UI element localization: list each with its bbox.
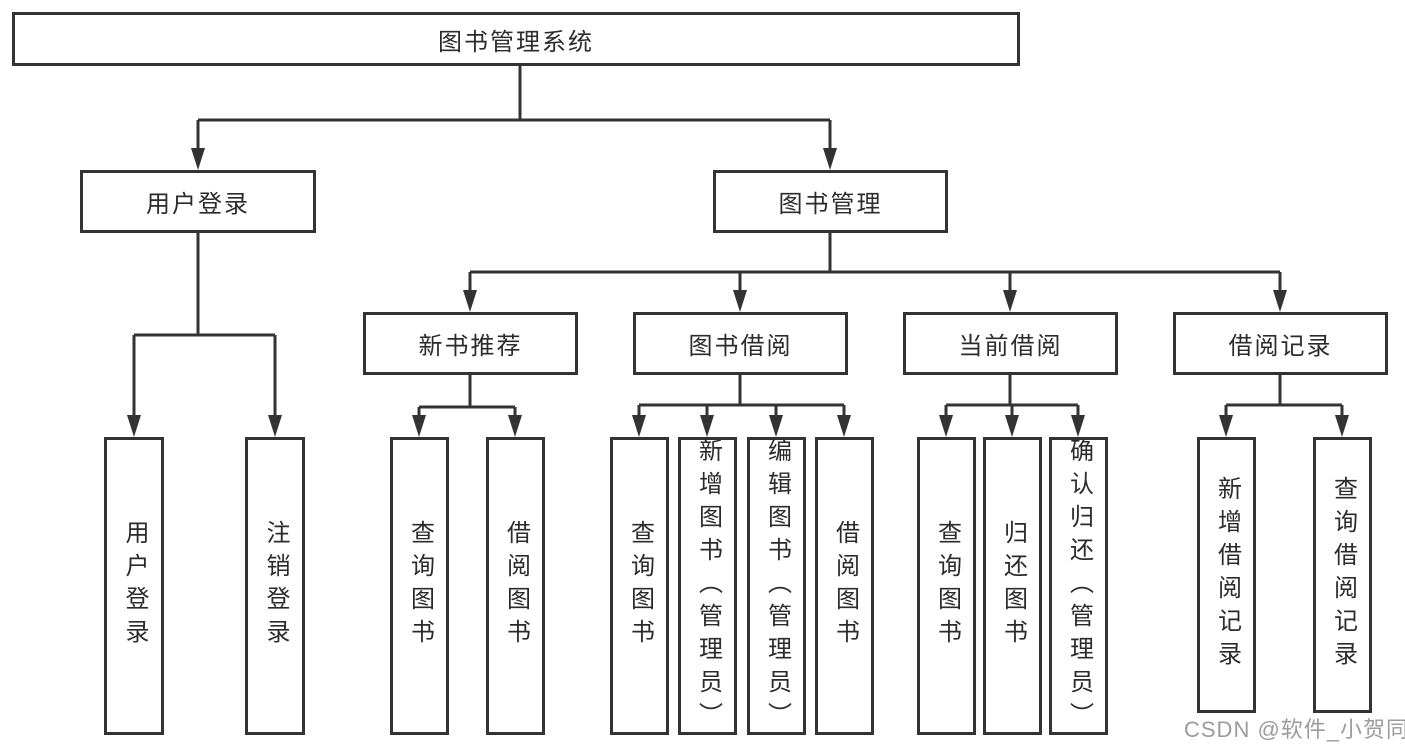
arrowhead [700, 415, 714, 437]
connector-book-borrow-children [632, 375, 851, 437]
node-label: 用户登录 [146, 191, 250, 218]
node-label: 查询图书 [933, 520, 961, 652]
node-label: 查询图书 [626, 520, 654, 652]
node-label: 注销登录 [262, 520, 289, 652]
node-label: 新增借阅记录 [1213, 476, 1241, 674]
node-label: 图书借阅 [688, 333, 793, 360]
node-label: 确认归还（管理员） [1065, 437, 1093, 735]
node-return-books: 归还图书 [983, 437, 1042, 735]
node-borrow-books-action: 借阅图书 [815, 437, 874, 735]
arrowhead [1003, 290, 1017, 312]
node-book-management: 图书管理 [713, 170, 948, 233]
arrowhead [823, 148, 837, 170]
node-label: 借阅图书 [502, 520, 530, 652]
node-borrow-records: 借阅记录 [1173, 312, 1388, 375]
node-user-login-action: 用户登录 [104, 437, 164, 735]
arrowhead [632, 415, 646, 437]
node-label: 借阅记录 [1228, 333, 1333, 360]
node-label: 新书推荐 [418, 333, 523, 360]
csdn-watermark: CSDN @软件_小贺同学 [1184, 717, 1405, 742]
node-add-borrow-record: 新增借阅记录 [1197, 437, 1256, 713]
arrowhead [837, 415, 851, 437]
arrowhead [268, 415, 282, 437]
node-new-book-recommend: 新书推荐 [363, 312, 578, 375]
arrowhead [191, 148, 205, 170]
node-user-login: 用户登录 [80, 170, 316, 233]
arrowhead [1273, 290, 1287, 312]
node-edit-book-admin: 编辑图书（管理员） [747, 437, 806, 735]
node-logout: 注销登录 [245, 437, 305, 735]
node-label: 借阅图书 [831, 520, 859, 652]
connector-root-to-level2 [191, 66, 837, 170]
node-borrow-books-recommend: 借阅图书 [486, 437, 545, 735]
connector-book-mgmt-to-level3 [463, 233, 1287, 312]
node-label: 编辑图书（管理员） [763, 437, 791, 735]
arrowhead [1219, 415, 1233, 437]
node-current-borrow: 当前借阅 [903, 312, 1118, 375]
node-label: 查询图书 [406, 520, 434, 652]
arrowhead [1335, 415, 1349, 437]
arrowhead [1071, 415, 1085, 437]
node-label: 用户登录 [121, 520, 148, 652]
node-query-borrow-record: 查询借阅记录 [1313, 437, 1372, 713]
arrowhead [508, 415, 522, 437]
node-label: 查询借阅记录 [1329, 476, 1357, 674]
node-query-books-current: 查询图书 [917, 437, 976, 735]
arrowhead [939, 415, 953, 437]
node-label: 新增图书（管理员） [694, 437, 722, 735]
node-query-books-recommend: 查询图书 [390, 437, 449, 735]
connector-current-borrow-children [939, 375, 1085, 437]
node-label: 图书管理 [778, 191, 883, 218]
node-add-book-admin: 新增图书（管理员） [678, 437, 737, 735]
arrowhead [463, 290, 477, 312]
node-query-books-borrow: 查询图书 [610, 437, 669, 735]
node-label: 当前借阅 [958, 333, 1063, 360]
arrowhead [127, 415, 141, 437]
connector-user-login-children [127, 233, 282, 437]
node-label: 归还图书 [999, 520, 1027, 652]
arrowhead [733, 290, 747, 312]
arrowhead [1005, 415, 1019, 437]
node-book-management-system: 图书管理系统 [12, 12, 1020, 66]
arrowhead [769, 415, 783, 437]
node-label: 图书管理系统 [438, 28, 594, 56]
arrowhead [412, 415, 426, 437]
node-confirm-return-admin: 确认归还（管理员） [1049, 437, 1108, 735]
connector-new-book-children [412, 375, 522, 437]
connector-borrow-record-children [1219, 375, 1349, 437]
node-book-borrow: 图书借阅 [633, 312, 848, 375]
